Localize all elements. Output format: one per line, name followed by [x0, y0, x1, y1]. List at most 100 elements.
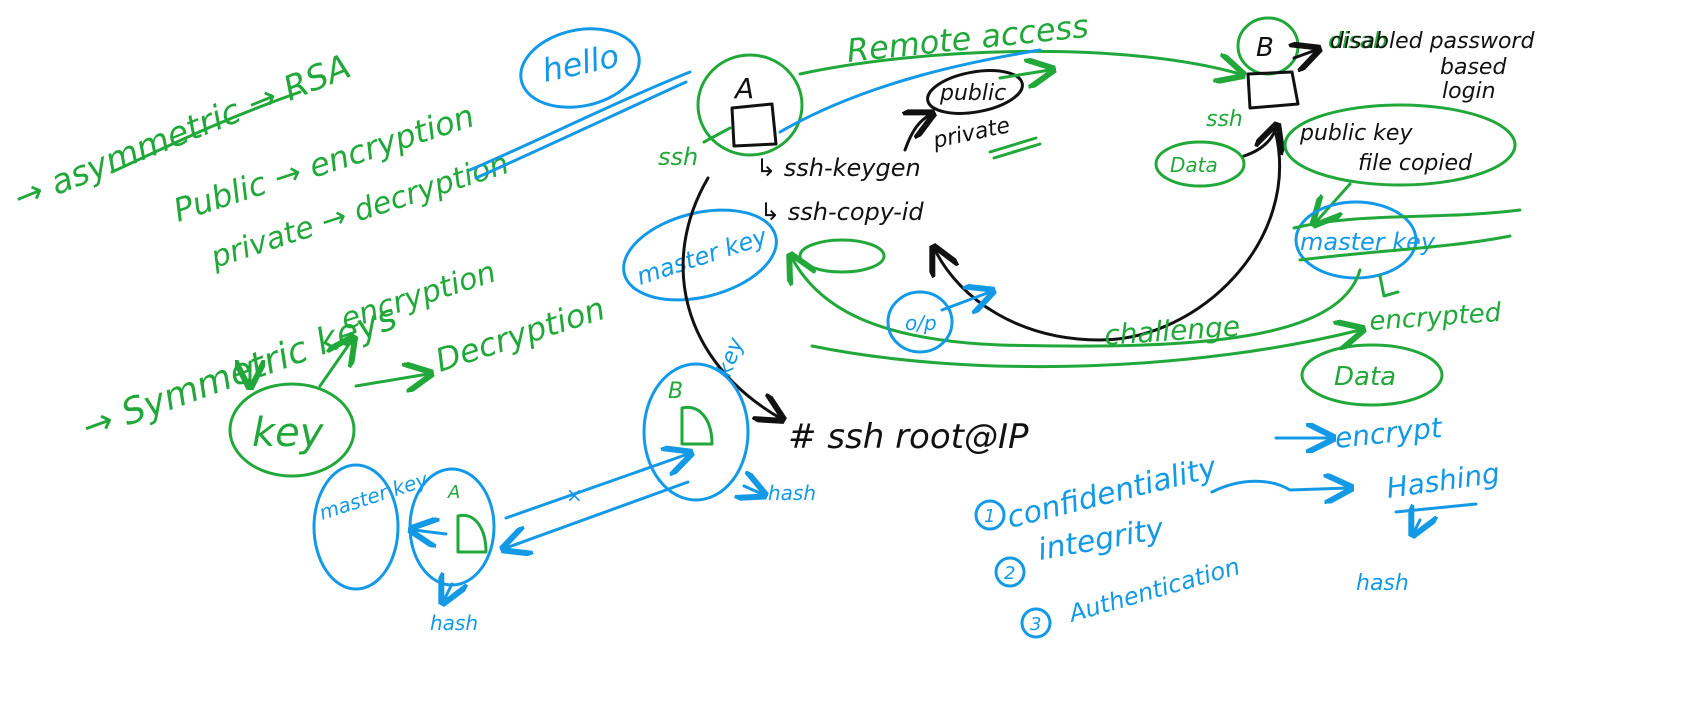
- master-key-left-text: master key: [633, 222, 771, 291]
- encryption-text: encryption: [337, 255, 501, 338]
- goal-integrity: 2 integrity Hashing hash: [994, 456, 1502, 596]
- key-to-decryption-arrow: [354, 374, 428, 386]
- data-left-text: Data: [1170, 153, 1218, 177]
- server-b-label: B: [1256, 33, 1274, 63]
- client-to-server-link: [778, 48, 1042, 134]
- hash-right-text: hash: [768, 481, 816, 505]
- hello-scribble: [468, 70, 692, 180]
- b-to-a-arrow: [506, 480, 690, 548]
- key-b-key-text: key: [712, 334, 749, 380]
- encrypted-text: encrypted: [1368, 298, 1502, 337]
- data-left-circle: [1154, 140, 1246, 188]
- public-key-text: public key: [1299, 121, 1413, 146]
- data-bottom-bubble: Data: [1300, 343, 1444, 407]
- small-green-oval: [798, 238, 886, 274]
- bottom-master-key-bubble: master key: [312, 463, 432, 591]
- public-key-copied-bubble: public key file copied: [1283, 103, 1517, 187]
- private-green-scribble: [988, 136, 1042, 160]
- master-key-right-bubble: master key: [1292, 200, 1522, 280]
- public-key-circle: [926, 69, 1024, 115]
- client-a-circle: [696, 53, 804, 157]
- key-a-label: A: [447, 482, 460, 503]
- goal1-number-circle: [974, 499, 1006, 531]
- of-text: o/p: [905, 311, 937, 335]
- challenge-text: challenge: [1103, 310, 1241, 352]
- hello-bubble: hello: [468, 27, 692, 180]
- key-a-lock-icon: [456, 514, 488, 554]
- disabled-password-note: disab disabled password based login: [1328, 29, 1535, 104]
- hash-text: hash: [1356, 571, 1409, 596]
- decryption-text: Decryption: [431, 289, 610, 379]
- hello-text: hello: [539, 37, 623, 90]
- hashing-underline: [1394, 502, 1478, 514]
- key-b-label: B: [668, 379, 683, 404]
- key-circle: [228, 382, 356, 478]
- challenge-arrow: [792, 258, 1362, 348]
- keygen-to-public-arrow: [905, 115, 930, 152]
- ssh-left-text: ssh: [658, 143, 698, 171]
- data-bottom-text: Data: [1334, 362, 1396, 392]
- asymmetric-underline: [110, 90, 302, 174]
- based-text: based: [1440, 55, 1507, 80]
- public-green-arrow: [998, 70, 1050, 78]
- ssh-root-command: # ssh root@IP: [788, 417, 1029, 457]
- key-text: key: [252, 410, 325, 456]
- server-b-computer-icon: [1246, 70, 1300, 110]
- server-return-curve: [935, 132, 1282, 342]
- hello-circle: [519, 27, 641, 109]
- disabled-password-text: disabled password: [1330, 29, 1535, 54]
- key-a-bubble: A hash: [410, 467, 496, 635]
- hashing-down-arrow: [1414, 520, 1420, 532]
- login-text: login: [1442, 79, 1496, 104]
- file-copied-text: file copied: [1358, 151, 1473, 176]
- encrypted-down-tick: [1378, 274, 1400, 298]
- ssh-left-tick: [702, 126, 732, 144]
- hash-right-arrow: [744, 486, 762, 494]
- data-to-server-arrow: [1242, 128, 1276, 158]
- hash-bottom-arrow: [444, 584, 452, 600]
- public-text: public: [939, 81, 1006, 106]
- key-to-encryption-arrow: [318, 340, 352, 388]
- client-a-computer-icon: [730, 102, 778, 148]
- key-b-bubble: B key hash: [642, 334, 816, 505]
- of-bubble: o/p: [886, 290, 990, 354]
- integrity-arrow: [1210, 481, 1348, 492]
- exchange-cross: ×: [566, 483, 583, 507]
- ssh-right-text: ssh: [1206, 107, 1243, 132]
- server-b: B ssh: [1206, 16, 1316, 132]
- of-circle: [886, 290, 954, 354]
- bottom-master-key-circle: [312, 463, 400, 591]
- goal3-number-circle: [1020, 607, 1052, 639]
- public-key-bubble: public: [926, 64, 1050, 115]
- goal2-number-circle: [994, 556, 1026, 588]
- hashing-text: Hashing: [1384, 456, 1501, 505]
- server-b-to-note-arrow: [1294, 50, 1316, 58]
- of-arrow: [940, 292, 990, 310]
- data-bottom-circle: [1300, 343, 1444, 407]
- data-return-arrow: [810, 330, 1360, 369]
- ssh-copy-id-text: ↳ ssh-copy-id: [760, 198, 924, 226]
- client-a-label: A: [733, 72, 754, 105]
- client-a: A ssh: [658, 53, 804, 171]
- a-to-b-arrow: [504, 454, 688, 520]
- ssh-keygen-text: ↳ ssh-keygen: [756, 154, 921, 182]
- goal-confidentiality: 1 confidentiality encrypt: [974, 411, 1444, 536]
- encrypt-text: encrypt: [1333, 411, 1444, 455]
- master-key-right-strike: [1292, 208, 1522, 262]
- authentication-text: Authentication: [1064, 552, 1243, 628]
- master-key-left-circle: [622, 208, 778, 302]
- public-key-copied-circle: [1283, 103, 1517, 187]
- hash-bottom-text: hash: [430, 611, 478, 635]
- key-bubble: key: [228, 340, 428, 478]
- key-b-circle: [642, 362, 750, 502]
- remote-access-arrow: [798, 49, 1240, 74]
- data-left-bubble: Data: [1154, 128, 1276, 188]
- disabled-word: disab: [1328, 29, 1387, 54]
- goal2-number: 2: [1004, 563, 1015, 584]
- client-down-curve: [681, 176, 780, 418]
- key-b-lock-icon: [680, 405, 714, 446]
- copied-to-master-arrow: [1316, 182, 1352, 222]
- goal1-number: 1: [984, 506, 995, 527]
- goal3-number: 3: [1030, 614, 1041, 635]
